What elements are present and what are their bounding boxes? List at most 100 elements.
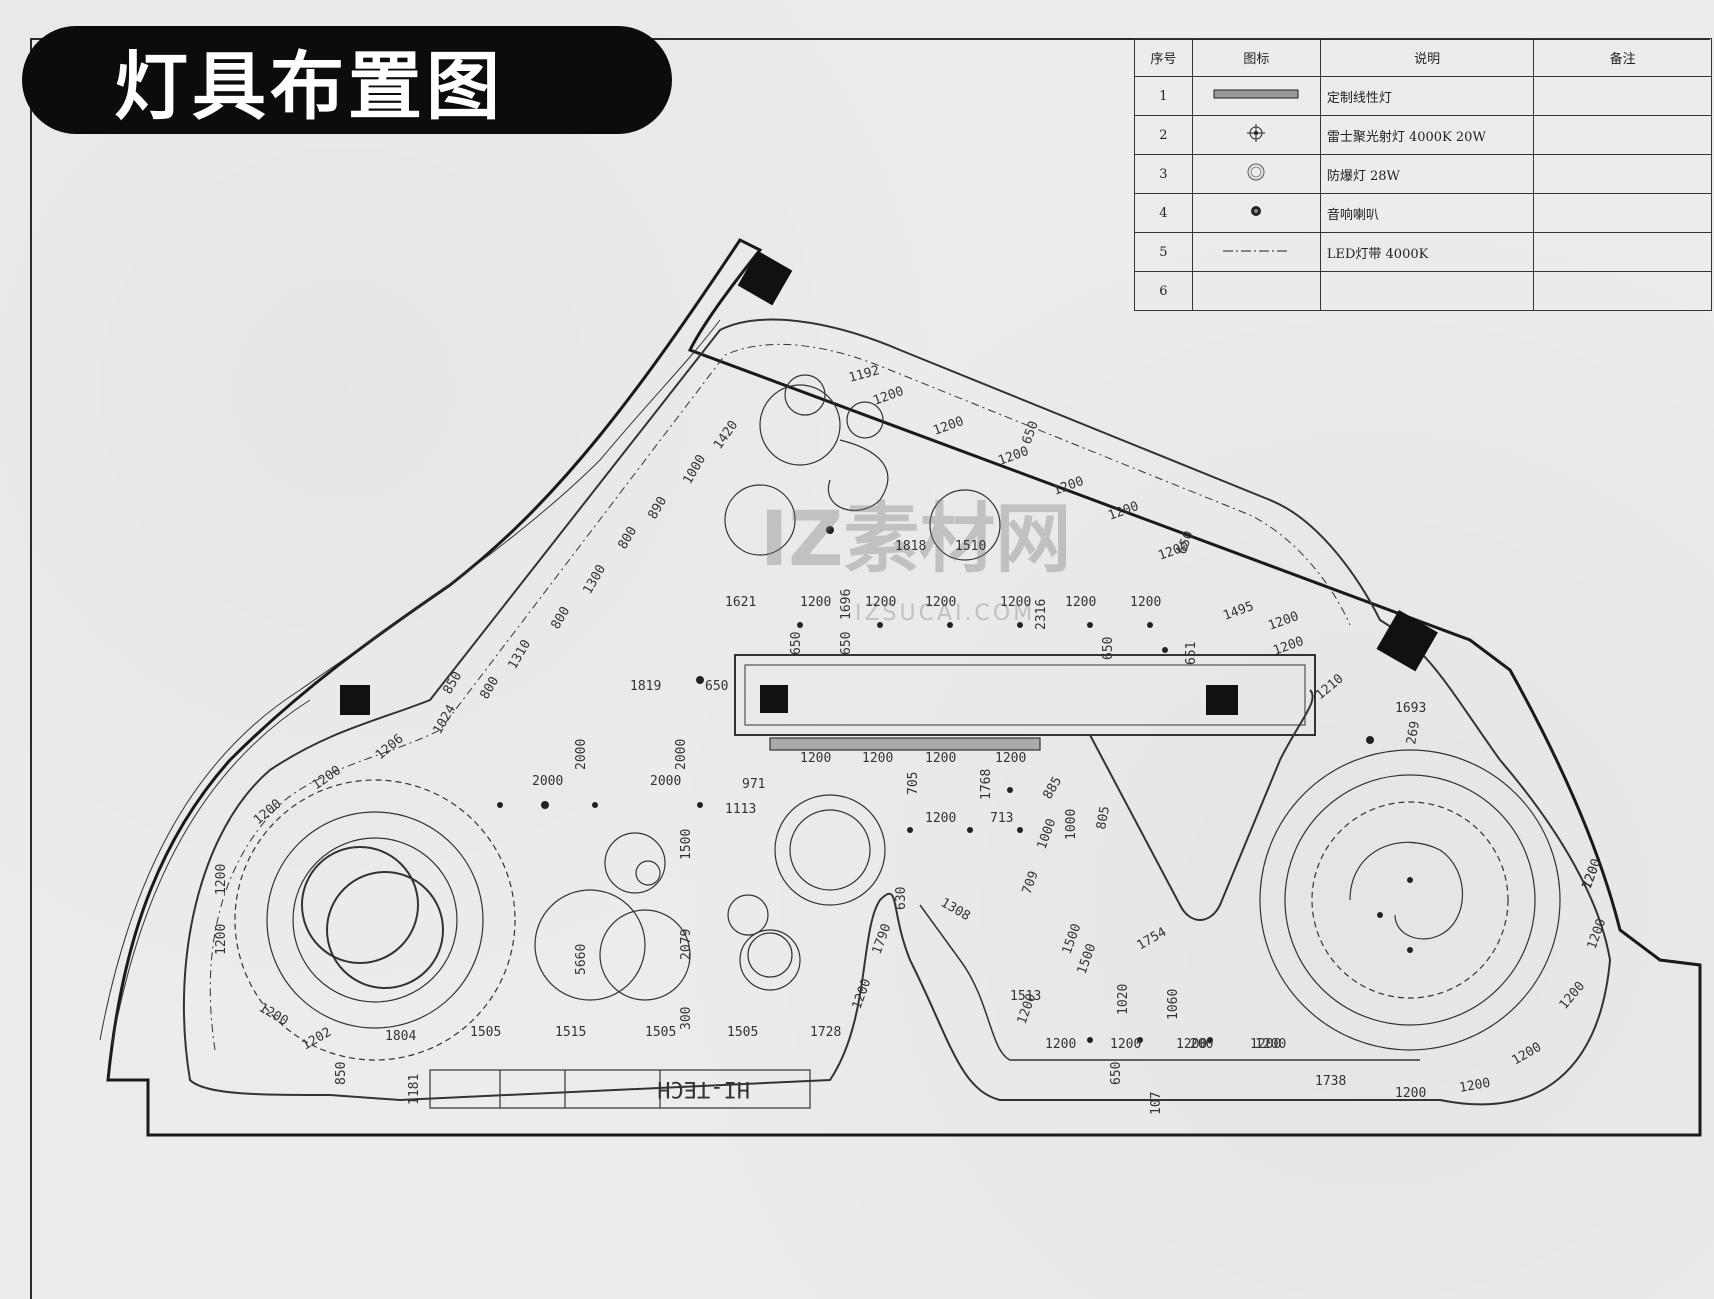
dimension-label: 1200 bbox=[1395, 1086, 1426, 1101]
dimension-label: 1300 bbox=[580, 562, 609, 597]
dimension-label: 5660 bbox=[574, 944, 589, 975]
column-block bbox=[760, 685, 788, 713]
title-banner: 灯具布置图 bbox=[22, 26, 672, 134]
bottom-bench bbox=[429, 1069, 811, 1109]
dimension-label: 269 bbox=[1404, 720, 1423, 746]
dimension-label: 1200 bbox=[1130, 595, 1161, 610]
legend-header-row: 序号 图标 说明 备注 bbox=[1134, 38, 1712, 77]
dimension-label: 1200 bbox=[871, 384, 906, 409]
dimension-label: 650 bbox=[839, 632, 854, 655]
dimension-label: 1200 bbox=[1557, 979, 1589, 1013]
dimension-label: 1024 bbox=[430, 702, 459, 737]
dimension-label: 650 bbox=[1101, 637, 1116, 660]
watermark-main: IZ素材网 bbox=[760, 494, 1071, 583]
dimension-label: 1768 bbox=[979, 769, 994, 800]
dimension-label: 650 bbox=[789, 632, 804, 655]
legend-row: 2 雷士聚光射灯 4000K 20W bbox=[1134, 115, 1712, 155]
dimension-label: 1200 bbox=[1156, 539, 1191, 564]
dimension-label: 1200 bbox=[1000, 595, 1031, 610]
dimension-label: 1200 bbox=[1176, 1037, 1207, 1052]
legend-icon-empty bbox=[1191, 271, 1321, 311]
dimension-label: 1420 bbox=[711, 418, 741, 452]
dimension-label: 1200 bbox=[800, 751, 831, 766]
dimension-label: 1200 bbox=[1510, 1040, 1545, 1069]
dimension-label: 1192 bbox=[847, 363, 881, 386]
dimension-label: 300 bbox=[679, 1007, 694, 1030]
dimension-label: 1202 bbox=[300, 1025, 335, 1054]
dimension-label: 1200 bbox=[1458, 1076, 1491, 1096]
left-circle-outer bbox=[266, 811, 484, 1029]
dimension-label: 1206 bbox=[373, 731, 407, 763]
dimension-label: 1505 bbox=[727, 1025, 758, 1040]
dimension-label: 720 bbox=[1580, 864, 1602, 891]
dimension-label: 1513 bbox=[1010, 989, 1041, 1004]
legend-no: 1 bbox=[1134, 76, 1193, 116]
led-strip-icon bbox=[1191, 232, 1321, 272]
dimension-label: 1200 bbox=[925, 595, 956, 610]
dimension-label: 1200 bbox=[1585, 917, 1610, 952]
dimension-label: 1113 bbox=[725, 802, 756, 817]
hi-tech-sign: HI-TECH bbox=[657, 1076, 750, 1101]
dimension-label: 2000 bbox=[574, 739, 589, 770]
dimension-label: 1181 bbox=[407, 1074, 422, 1105]
legend-row: 6 bbox=[1134, 271, 1712, 311]
legend-note bbox=[1533, 76, 1712, 116]
dimension-label: 713 bbox=[990, 811, 1013, 826]
dimension-label: 1200 bbox=[1065, 595, 1096, 610]
right-circle-outer bbox=[1259, 749, 1561, 1051]
led-strip-path bbox=[209, 343, 1351, 1051]
dimension-label: 1310 bbox=[505, 637, 534, 672]
dimension-label: 1500 bbox=[1075, 942, 1100, 977]
dimension-label: 650 bbox=[705, 679, 728, 694]
dimension-label: 1515 bbox=[555, 1025, 586, 1040]
dimension-label: 200 bbox=[1190, 1037, 1213, 1052]
dimension-label: 1308 bbox=[938, 895, 973, 924]
dimension-label: 1200 bbox=[931, 414, 966, 439]
dimension-label: 1200 bbox=[995, 751, 1026, 766]
dimension-label: 1200 bbox=[251, 796, 285, 828]
dimension-label: 107 bbox=[1149, 1092, 1164, 1115]
legend-note bbox=[1533, 271, 1712, 311]
column-block bbox=[1376, 609, 1438, 672]
dimension-label: 2000 bbox=[674, 739, 689, 770]
dimension-label: 1200 bbox=[214, 924, 229, 955]
dimension-label: 650 bbox=[1109, 1062, 1124, 1085]
legend-row: 3 防爆灯 28W bbox=[1134, 154, 1712, 194]
dimension-label: 1510 bbox=[955, 539, 986, 554]
dimension-label: 1200 bbox=[862, 751, 893, 766]
dimension-label: 1020 bbox=[1116, 984, 1131, 1015]
dimension-label: 1060 bbox=[1166, 989, 1181, 1020]
dimension-label: 1200 bbox=[850, 977, 875, 1012]
legend-row: 1 定制线性灯 bbox=[1134, 76, 1712, 116]
dimension-label: 850 bbox=[440, 669, 465, 697]
linear-light bbox=[769, 737, 1041, 751]
dimension-label: 805 bbox=[1094, 805, 1113, 831]
dimension-label: 1200 bbox=[925, 751, 956, 766]
dimension-label: 890 bbox=[645, 494, 670, 522]
page-title: 灯具布置图 bbox=[114, 43, 504, 130]
dimension-label: 800 bbox=[477, 674, 502, 702]
legend-desc bbox=[1319, 271, 1535, 311]
dimension-label: 885 bbox=[1040, 774, 1065, 802]
zigzag-channel bbox=[735, 689, 1314, 921]
legend-table: 序号 图标 说明 备注 1 定制线性灯 2 雷士聚光射灯 4000K 20W 3… bbox=[1134, 38, 1712, 311]
dimension-label: 1200 bbox=[1250, 1037, 1281, 1052]
dimension-label: 800 bbox=[615, 524, 640, 552]
dimension-label: 1200 bbox=[214, 864, 229, 895]
outer-wall bbox=[106, 238, 1702, 1137]
dimension-label: 1000 bbox=[680, 452, 709, 487]
dimension-label: 1200 bbox=[1106, 499, 1141, 524]
drawing-frame bbox=[30, 38, 1710, 1299]
fixtures bbox=[497, 526, 1413, 1043]
dimension-label: 800 bbox=[548, 604, 573, 632]
watermark: IZ素材网 IZSUCAI.COM bbox=[760, 494, 1071, 626]
dimension-label: 1790 bbox=[870, 922, 895, 957]
dimension-label: 1505 bbox=[645, 1025, 676, 1040]
dimension-label: 1200 bbox=[865, 595, 896, 610]
dimension-label: 709 bbox=[1020, 869, 1042, 896]
dimension-label: 1200 bbox=[996, 444, 1031, 469]
legend-row: 5 LED灯带 4000K bbox=[1134, 232, 1712, 272]
dimension-label: 1210 bbox=[1313, 671, 1347, 703]
dimension-label: 1754 bbox=[1135, 925, 1170, 954]
column-block bbox=[340, 685, 370, 715]
